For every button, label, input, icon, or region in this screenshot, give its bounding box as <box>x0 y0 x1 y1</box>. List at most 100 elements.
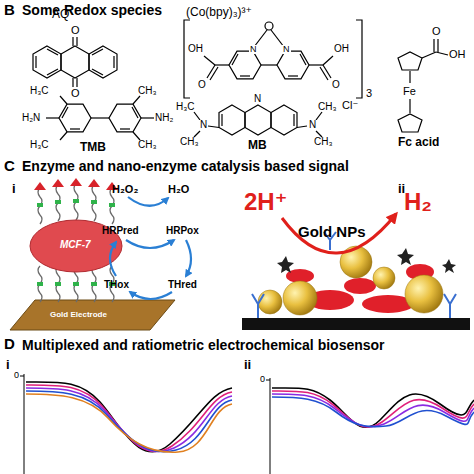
cobalt-bipyridine-structure <box>204 56 215 65</box>
anthraquinone-structure <box>113 56 114 68</box>
atom-label: O <box>198 80 206 90</box>
tmb-structure <box>46 117 59 118</box>
ferrocene-structure <box>409 99 410 113</box>
cobalt-bipyridine-structure <box>277 51 309 79</box>
green-marker <box>55 200 61 204</box>
voltammogram-curve <box>272 394 474 427</box>
cobalt-bipyridine-structure <box>184 20 362 98</box>
aptamer-chain <box>56 266 60 302</box>
tmb-structure <box>109 104 141 132</box>
green-marker <box>73 282 79 286</box>
voltammogram-curve <box>26 388 232 452</box>
species-label: THred <box>168 280 197 290</box>
voltammogram-curve <box>26 382 232 452</box>
species-label: HRPox <box>166 226 199 236</box>
methylene-blue-structure <box>297 126 307 128</box>
voltammogram-curve <box>26 391 232 452</box>
cobalt-bipyridine-structure <box>309 64 323 65</box>
voltammogram-curve <box>272 391 474 427</box>
tmb-structure <box>91 117 109 118</box>
species-label: HRPred <box>102 226 139 236</box>
subpanel-label: ii <box>244 358 251 371</box>
tmb-structure <box>46 96 154 140</box>
compound-name: TMB <box>80 141 106 153</box>
atom-label: CH₃ <box>180 137 199 147</box>
gold-nanoparticle <box>283 281 317 315</box>
anthraquinone-structure <box>92 49 103 55</box>
methylene-blue-structure <box>221 114 222 126</box>
antigen-symbol <box>277 256 294 273</box>
tmb-structure <box>133 132 140 140</box>
electrode-label: Gold Electrode <box>50 311 107 319</box>
atom-label: Fe <box>403 86 416 97</box>
atom-label: NH₂ <box>155 113 173 123</box>
anthraquinone-structure <box>89 46 117 78</box>
panel-letter: C <box>4 158 15 173</box>
subscript-count: 3 <box>366 88 372 99</box>
hrp-tag <box>70 178 82 186</box>
antigen-symbol <box>397 248 414 265</box>
green-marker <box>109 203 115 207</box>
atom-label: CH₃ <box>318 102 337 112</box>
tmb-structure <box>133 96 140 104</box>
axis-tick: 0 <box>14 371 19 380</box>
aptamer-chain <box>56 185 60 221</box>
voltammogram-curve <box>26 394 232 452</box>
green-marker <box>73 199 79 203</box>
cobalt-bipyridine-structure <box>323 65 331 78</box>
subpanel-label: i <box>6 358 10 371</box>
tmb-structure <box>59 104 91 132</box>
methylene-blue-structure <box>293 114 294 126</box>
hydrogen-evolution-arrow <box>282 214 396 253</box>
antibody-symbol <box>252 294 264 318</box>
aptamer-chain <box>38 188 42 224</box>
antibody-symbol <box>444 294 456 318</box>
compound-name: Fc acid <box>398 136 439 148</box>
tmb-structure <box>120 128 130 129</box>
atom-label: CH₃ <box>314 137 333 147</box>
anthraquinone-structure <box>33 46 61 78</box>
atom-label: CH₃ <box>138 140 157 150</box>
catalytic-cycle-arrow <box>130 292 172 299</box>
atom-label: CH₃ <box>138 86 157 96</box>
gold-nanoparticle <box>373 267 395 289</box>
species-label: THox <box>104 280 129 290</box>
axis-tick: 0 <box>260 375 265 384</box>
electrode-bar <box>242 318 470 330</box>
cobalt-bipyridine-structure <box>323 56 333 65</box>
antigen-symbol <box>277 248 456 273</box>
anthraquinone-structure <box>33 37 117 87</box>
antigen-symbol <box>442 259 456 273</box>
voltammogram-curve <box>26 382 474 452</box>
compound-name: MB <box>248 139 267 151</box>
panel-heading: Multiplexed and ratiometric electrochemi… <box>22 338 385 352</box>
compound-name: (Co(bpy)₃)³⁺ <box>186 6 252 18</box>
red-cluster <box>344 278 376 294</box>
antibody-symbol <box>252 232 456 318</box>
nanoparticle-label: Gold NPs <box>298 224 366 239</box>
anthraquinone-structure <box>76 78 77 87</box>
atom-label: O <box>71 25 80 36</box>
plot-axis <box>20 374 270 474</box>
gold-electrode <box>10 300 175 330</box>
methylene-blue-structure <box>245 105 271 135</box>
aptamer-chain <box>74 184 78 220</box>
ferrocene-structure <box>436 52 448 55</box>
catalytic-cycle-arrow <box>186 240 191 276</box>
compound-name: AQ <box>52 8 69 20</box>
anthraquinone-structure <box>47 69 58 75</box>
panel-heading: Some Redox species <box>22 3 162 17</box>
ferrocene-structure <box>409 71 410 83</box>
electrode-bar <box>242 318 470 330</box>
voltammogram-curve <box>272 397 474 427</box>
green-marker <box>91 282 97 286</box>
green-marker <box>37 203 43 207</box>
voltammogram-curve <box>272 388 474 427</box>
atom-label: O <box>71 88 80 99</box>
plot-axis <box>270 378 271 474</box>
gold-nanoparticle <box>258 246 443 315</box>
atom-label: OH <box>188 44 203 54</box>
atom-label: O <box>432 26 441 37</box>
cobalt-bipyridine-structure <box>232 54 238 65</box>
